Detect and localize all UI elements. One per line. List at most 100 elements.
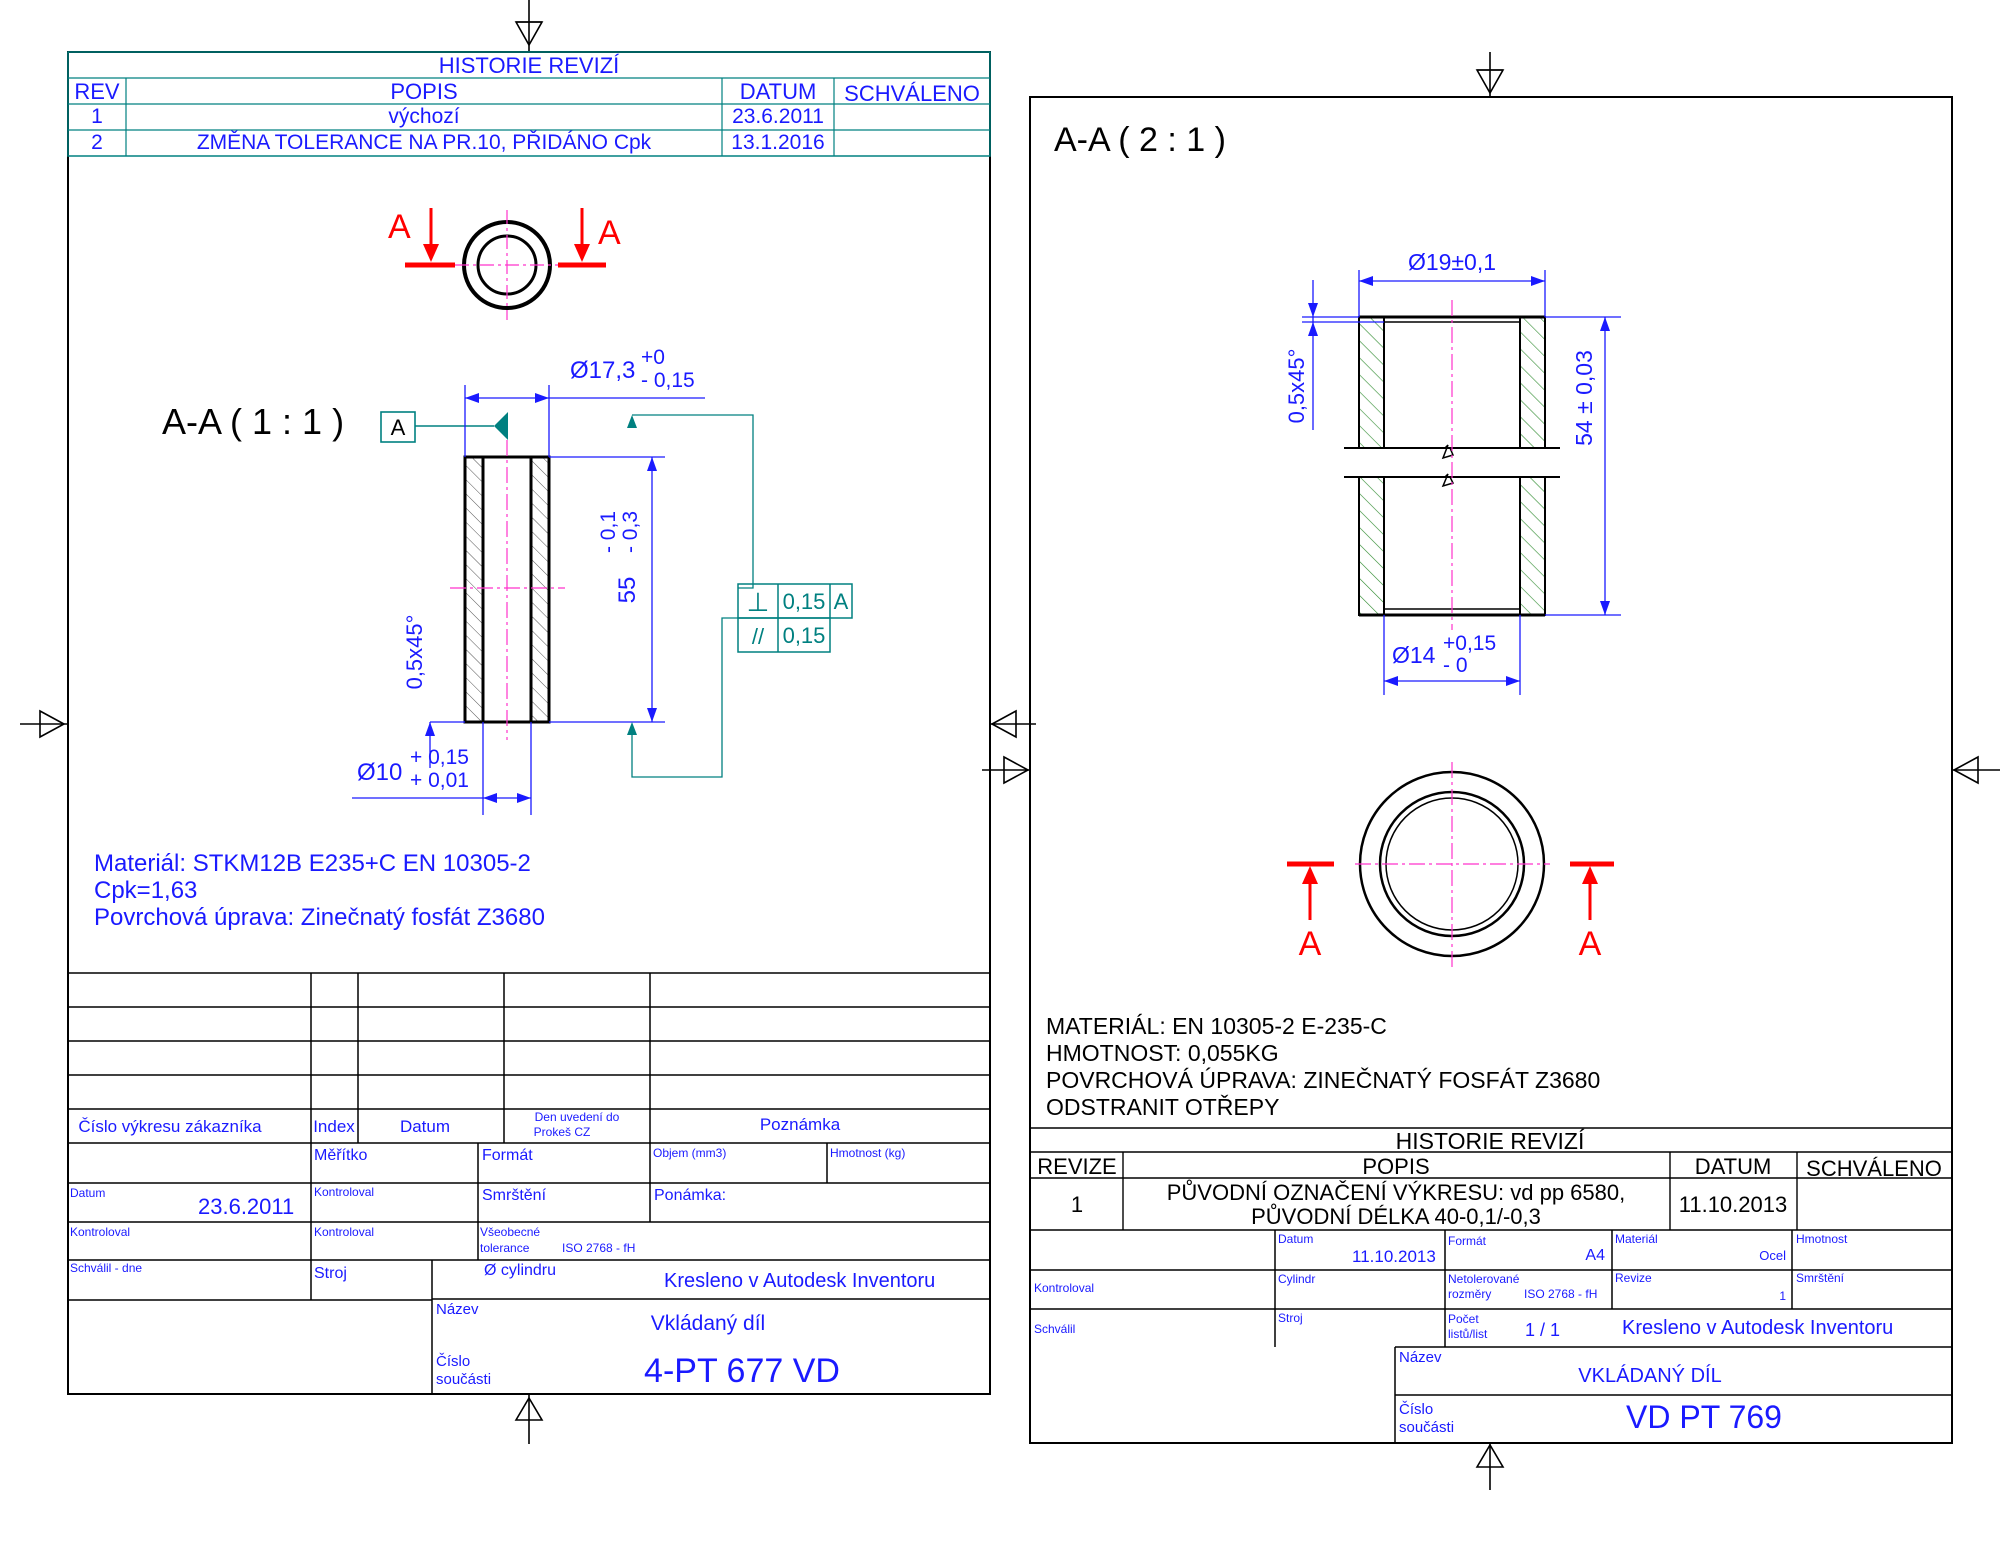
right-tb-revize-value: 1 [1779, 1289, 1786, 1303]
left-history-header-popis: POPIS [390, 79, 457, 104]
right-view-label: A-A ( 2 : 1 ) [1054, 121, 1226, 159]
left-note-material: Materiál: STKM12B E235+C EN 10305-2 [94, 850, 531, 877]
left-tb-format: Formát [482, 1147, 533, 1164]
left-view-label: A-A ( 1 : 1 ) [162, 401, 344, 442]
right-tb-datum-value: 11.10.2013 [1352, 1247, 1436, 1266]
right-tb-cislo-label: Číslo [1399, 1401, 1433, 1418]
left-history-row1-datum: 23.6.2011 [732, 105, 824, 128]
left-tb-den-uvedeni: Den uvedení do [535, 1110, 620, 1124]
right-tb-rozmery: rozměry [1448, 1287, 1491, 1301]
right-tb-schvalil: Schválil [1034, 1322, 1075, 1336]
right-tb-smrsteni: Smrštění [1796, 1271, 1845, 1285]
right-history-header-schvaleno: SCHVÁLENO [1806, 1156, 1942, 1181]
left-tb-hmotnost: Hmotnost (kg) [830, 1146, 905, 1160]
left-tb-ponamka: Ponámka: [654, 1187, 726, 1204]
left-tb-tolerance: tolerance [480, 1241, 530, 1255]
left-centering-marks [20, 0, 1036, 1444]
right-note-material: MATERIÁL: EN 10305-2 E-235-C [1046, 1013, 1387, 1039]
right-outer-diam: Ø19±0,1 [1408, 249, 1496, 275]
left-tb-kontroloval-2: Kontroloval [70, 1225, 130, 1239]
right-dimension-arrows [1308, 276, 1610, 686]
right-tb-revize-label: Revize [1615, 1271, 1652, 1285]
left-outer-diam-lower: - 0,15 [641, 369, 695, 392]
right-chamfer: 0,5x45° [1284, 349, 1309, 424]
parallelism-value: 0,15 [783, 623, 826, 648]
right-note-surface: POVRCHOVÁ ÚPRAVA: ZINEČNATÝ FOSFÁT Z3680 [1046, 1066, 1600, 1093]
left-datum-label: A [391, 415, 406, 440]
left-tb-nazev: Vkládaný díl [651, 1312, 765, 1335]
right-tb-nazev: VKLÁDANÝ DÍL [1578, 1364, 1721, 1387]
right-tb-kontroloval: Kontroloval [1034, 1281, 1094, 1295]
right-history-rev: 1 [1071, 1192, 1083, 1217]
left-history-header-rev: REV [74, 79, 120, 104]
parallelism-symbol: // [752, 624, 765, 649]
right-note-deburr: ODSTRANIT OTŘEPY [1046, 1094, 1279, 1120]
right-tb-pocet: Počet [1448, 1312, 1479, 1326]
left-chamfer: 0,5x45° [402, 615, 427, 690]
left-tb-nazev-label: Název [436, 1301, 479, 1318]
left-tb-prokes: Prokeš CZ [534, 1125, 591, 1139]
right-history-header-revize: REVIZE [1037, 1154, 1116, 1179]
left-tb-index: Index [313, 1117, 355, 1136]
perpendicularity-symbol: ⊥ [747, 587, 770, 617]
left-tb-stroj: Stroj [314, 1265, 347, 1282]
right-section-view [1344, 300, 1560, 630]
left-length-main: 55 [614, 577, 641, 604]
right-inner-diam-upper: +0,15 [1443, 632, 1496, 655]
right-tb-hmotnost: Hmotnost [1796, 1232, 1848, 1246]
right-tb-pocet-value: 1 / 1 [1525, 1320, 1560, 1340]
left-sheet: HISTORIE REVIZÍ REV POPIS DATUM SCHVÁLEN… [20, 0, 1036, 1444]
right-tb-material-value: Ocel [1759, 1248, 1786, 1263]
right-tb-nazev-label: Název [1399, 1349, 1442, 1366]
left-tb-datum-value: 23.6.2011 [198, 1194, 294, 1219]
left-tb-datum-header: Datum [400, 1117, 450, 1136]
right-tb-netolerovane: Netolerované [1448, 1272, 1520, 1286]
left-note-cpk: Cpk=1,63 [94, 877, 197, 904]
left-tb-vseobecne: Všeobecné [480, 1225, 540, 1239]
left-section-letter-a: A [388, 208, 411, 246]
right-tb-kresleno: Kresleno v Autodesk Inventoru [1622, 1317, 1893, 1339]
right-history-popis-1: PŮVODNÍ OZNAČENÍ VÝKRESU: vd pp 6580, [1167, 1180, 1626, 1205]
left-tb-soucasti-label: součásti [436, 1371, 491, 1388]
right-note-weight: HMOTNOST: 0,055KG [1046, 1040, 1279, 1066]
left-history-row1-popis: výchozí [388, 105, 459, 128]
left-tb-poznamka: Poznámka [760, 1115, 841, 1134]
left-dimension-arrows [425, 393, 657, 803]
datum-triangle [494, 412, 508, 440]
right-tb-listu: listů/list [1448, 1327, 1488, 1341]
left-revision-history: HISTORIE REVIZÍ REV POPIS DATUM SCHVÁLEN… [67, 51, 991, 157]
left-inner-diam-lower: + 0,01 [410, 769, 469, 792]
right-tb-format-label: Formát [1448, 1234, 1487, 1248]
left-tb-kresleno: Kresleno v Autodesk Inventoru [664, 1270, 935, 1292]
right-history-title: HISTORIE REVIZÍ [1396, 1128, 1585, 1154]
left-tb-cylindru: Ø cylindru [484, 1262, 556, 1279]
left-outer-diam-upper: +0 [641, 346, 665, 369]
left-history-header-schvaleno: SCHVÁLENO [844, 81, 980, 106]
left-tb-part-number: 4-PT 677 VD [644, 1352, 840, 1390]
right-tb-datum-label: Datum [1278, 1232, 1313, 1246]
right-tb-iso: ISO 2768 - fH [1524, 1287, 1597, 1301]
right-tb-format-value: A4 [1585, 1247, 1605, 1264]
left-tb-schvalil: Schválil - dne [70, 1261, 142, 1275]
left-history-row2-datum: 13.1.2016 [731, 131, 824, 154]
left-tb-iso: ISO 2768 - fH [562, 1241, 635, 1255]
right-history-popis-2: PŮVODNÍ DÉLKA 40-0,1/-0,3 [1251, 1204, 1541, 1229]
left-tolerance-frames: ⊥ 0,15 A // 0,15 [627, 414, 853, 778]
left-tb-kontroloval-3: Kontroloval [314, 1225, 374, 1239]
right-section-letter-a-left: A [1299, 925, 1322, 963]
right-revision-history [1030, 1127, 1952, 1231]
left-tb-objem: Objem (mm3) [653, 1146, 726, 1160]
right-history-header-popis: POPIS [1362, 1154, 1429, 1179]
left-note-surface: Povrchová úprava: Zinečnatý fosfát Z3680 [94, 904, 545, 931]
left-tb-meritko: Měřítko [314, 1147, 367, 1164]
perpendicularity-datum: A [834, 589, 849, 614]
right-section-letter-a-right: A [1579, 925, 1602, 963]
left-tb-kontroloval-1: Kontroloval [314, 1185, 374, 1199]
right-bottom-view: A A [1287, 762, 1614, 968]
right-sheet: A-A ( 2 : 1 ) [982, 52, 2000, 1490]
right-tb-soucasti-label: součásti [1399, 1419, 1454, 1436]
right-history-datum: 11.10.2013 [1679, 1192, 1787, 1217]
left-history-row2-popis: ZMĚNA TOLERANCE NA PR.10, PŘIDÁNO Cpk [197, 131, 652, 154]
left-tb-cislo-label: Číslo [436, 1353, 470, 1370]
